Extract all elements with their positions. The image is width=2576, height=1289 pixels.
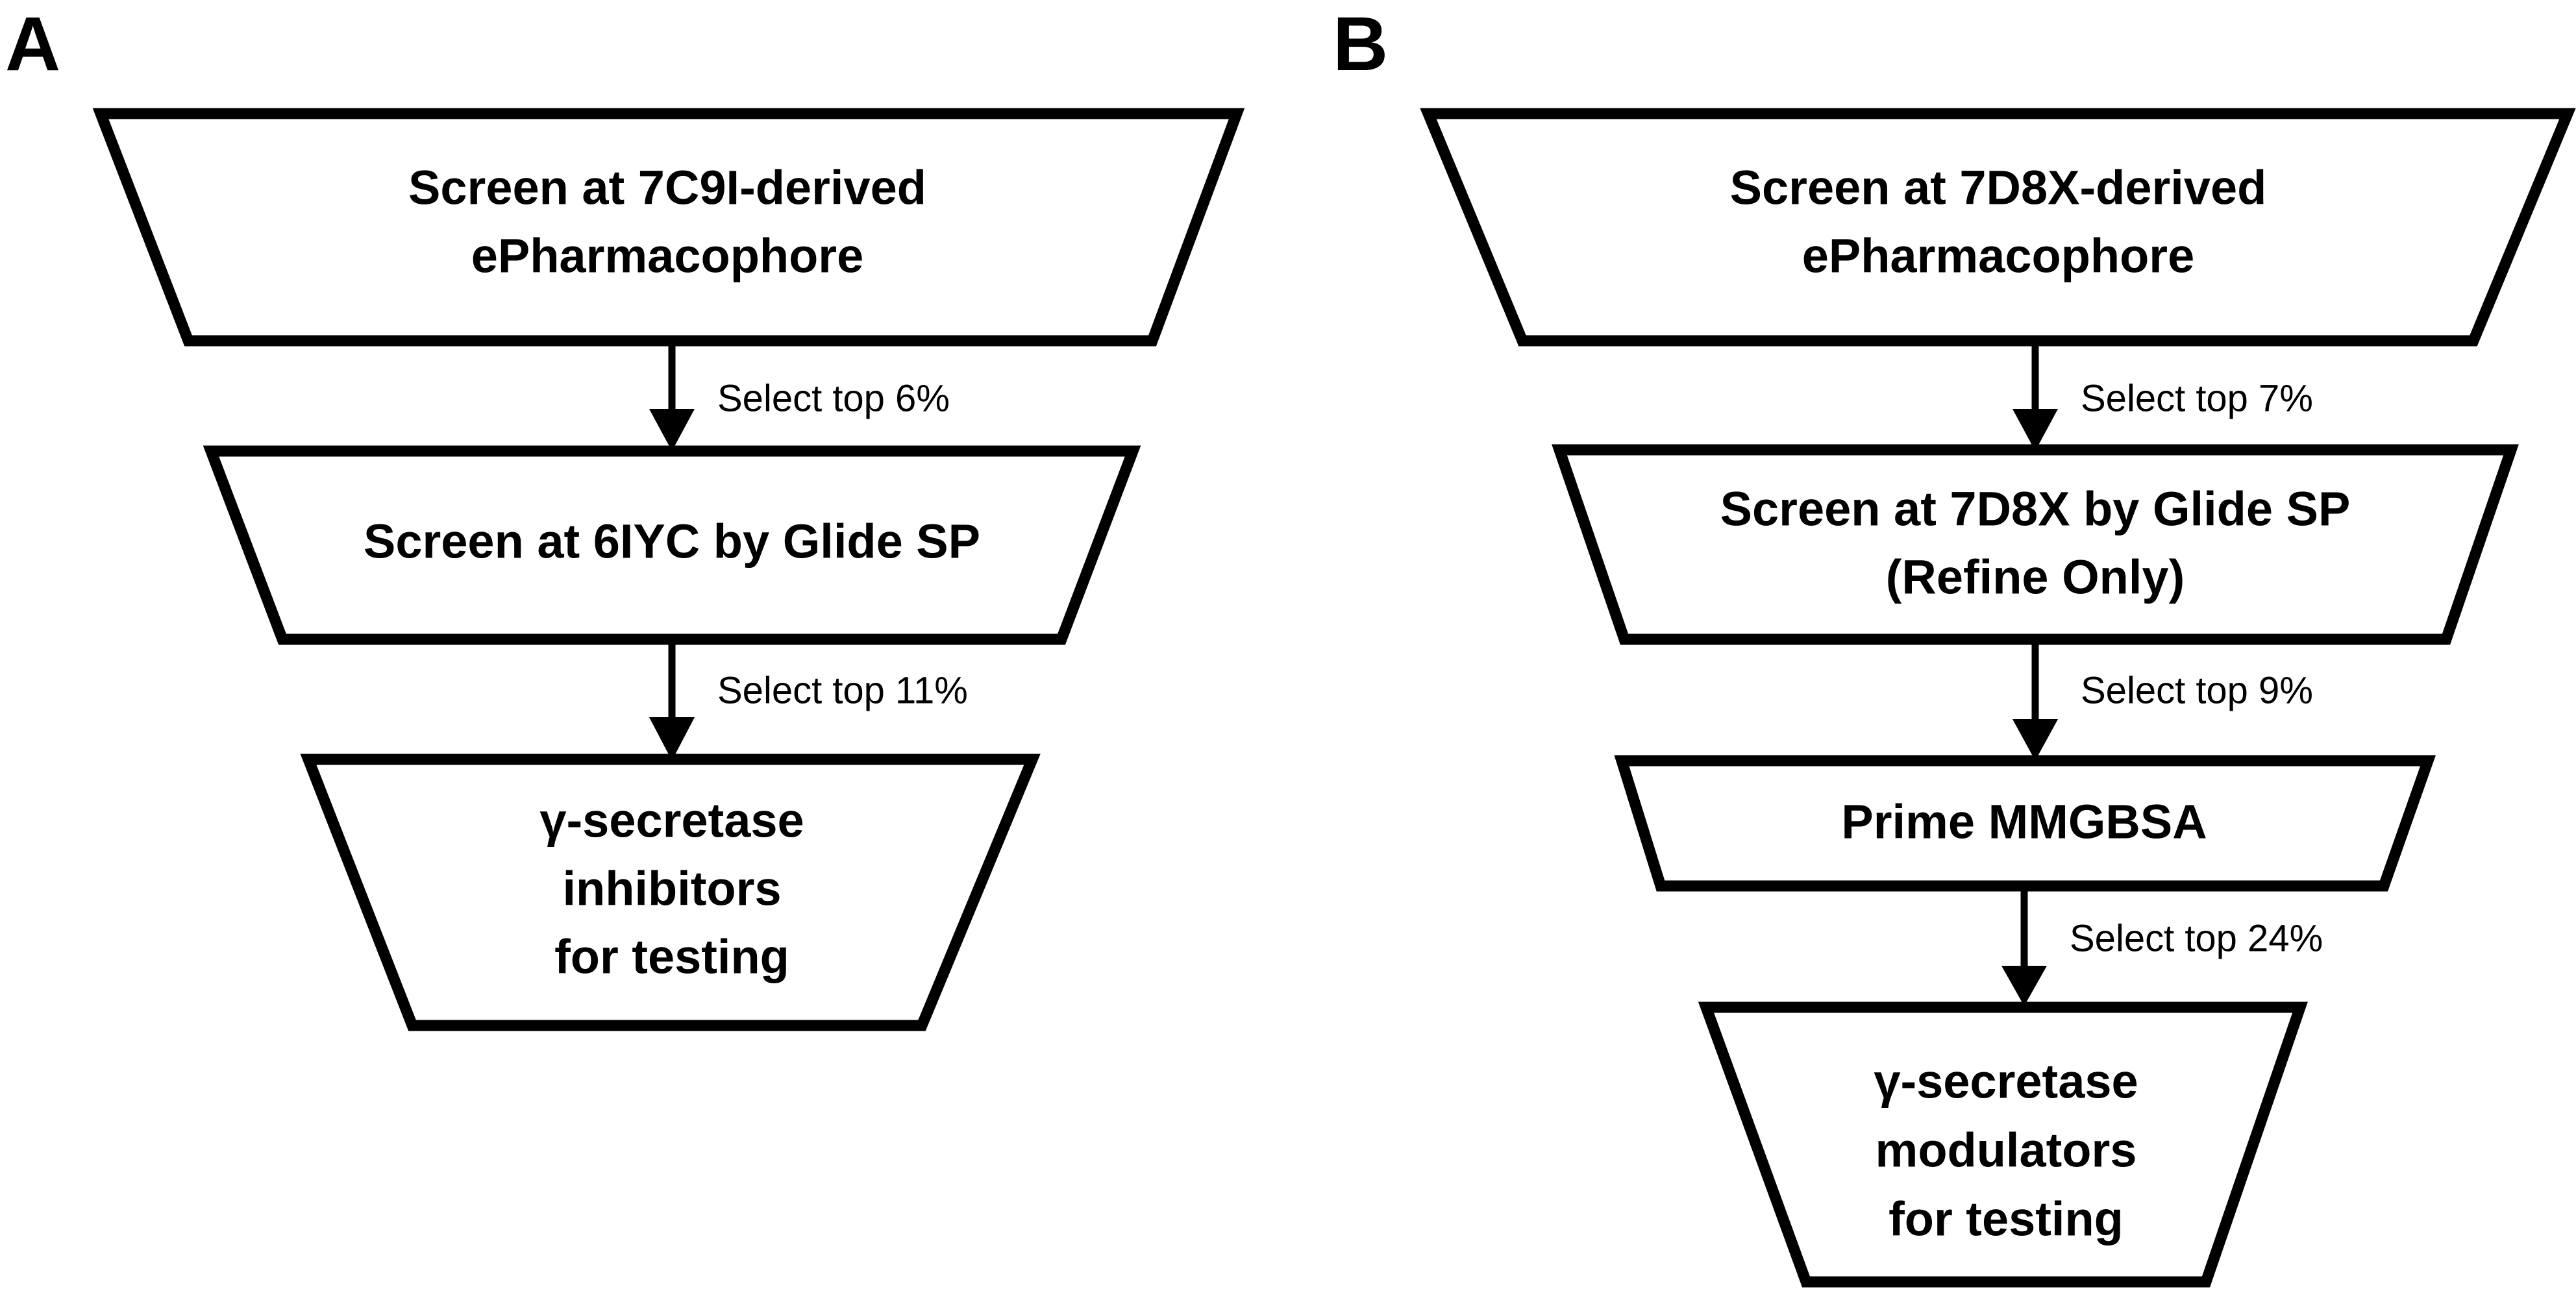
arrow-head — [2012, 409, 2058, 451]
panel-b-stage-2-line-2: (Refine Only) — [1886, 550, 2185, 604]
panel-a: A Screen at 7C9I-derived ePharmacophore … — [5, 1, 1245, 1031]
trapezoid-shape — [92, 108, 1245, 347]
arrow-head — [2012, 719, 2058, 761]
panel-b-stage-4[interactable]: γ-secretase modulators for testing — [1698, 1001, 2308, 1288]
panel-b-edge-3-label: Select top 24% — [2070, 917, 2323, 959]
arrow-head — [649, 717, 695, 761]
panel-b-stage-3-line-1: Prime MMGBSA — [1841, 795, 2207, 849]
panel-b-stage-1[interactable]: Screen at 7D8X-derived ePharmacophore — [1420, 108, 2576, 347]
panel-a-edge-1-label: Select top 6% — [717, 377, 950, 419]
panel-b-letter: B — [1333, 1, 1388, 87]
panel-a-stage-3[interactable]: γ-secretase inhibitors for testing — [300, 754, 1041, 1031]
trapezoid-shape — [1552, 444, 2519, 645]
trapezoid-shape — [300, 754, 1041, 1031]
panel-b-stage-4-line-1: γ-secretase — [1874, 1055, 2138, 1109]
panel-b-arrow-2: Select top 9% — [2012, 641, 2313, 761]
panel-b-stage-2[interactable]: Screen at 7D8X by Glide SP (Refine Only) — [1552, 444, 2519, 645]
trapezoid-shape — [203, 445, 1141, 645]
panel-a-stage-1-line-1: Screen at 7C9I-derived — [408, 161, 926, 215]
panel-b-stage-2-line-1: Screen at 7D8X by Glide SP — [1720, 482, 2351, 536]
panel-b-stage-4-line-2: modulators — [1876, 1123, 2137, 1177]
panel-a-arrow-2: Select top 11% — [649, 641, 968, 761]
arrow-head — [2001, 966, 2047, 1006]
panel-b-edge-1-label: Select top 7% — [2081, 377, 2313, 419]
panel-a-letter: A — [5, 1, 60, 87]
panel-a-stage-2[interactable]: Screen at 6IYC by Glide SP — [203, 445, 1141, 645]
trapezoid-shape — [1698, 1001, 2308, 1288]
panel-a-arrow-1: Select top 6% — [649, 342, 950, 451]
panel-b-arrow-3: Select top 24% — [2001, 887, 2323, 1006]
trapezoid-shape — [1420, 108, 2576, 347]
panel-b-stage-1-line-1: Screen at 7D8X-derived — [1730, 161, 2267, 215]
arrow-head — [649, 409, 695, 451]
panel-b-stage-1-line-2: ePharmacophore — [1802, 229, 2195, 283]
panel-a-stage-1[interactable]: Screen at 7C9I-derived ePharmacophore — [92, 108, 1245, 347]
panel-a-stage-1-line-2: ePharmacophore — [471, 229, 864, 283]
panel-b-arrow-1: Select top 7% — [2012, 342, 2313, 451]
trapezoid-shape — [1614, 755, 2436, 892]
panel-a-stage-3-line-1: γ-secretase — [539, 794, 804, 848]
panel-a-stage-3-line-2: inhibitors — [562, 862, 781, 916]
panel-a-edge-2-label: Select top 11% — [717, 669, 968, 711]
panel-b-edge-2-label: Select top 9% — [2081, 669, 2313, 711]
panel-a-stage-2-line-1: Screen at 6IYC by Glide SP — [364, 515, 980, 569]
panel-b: B Screen at 7D8X-derived ePharmacophore … — [1333, 1, 2576, 1288]
panel-b-stage-4-line-3: for testing — [1889, 1192, 2124, 1246]
panel-b-stage-3[interactable]: Prime MMGBSA — [1614, 755, 2436, 892]
panel-a-stage-3-line-3: for testing — [554, 930, 789, 984]
